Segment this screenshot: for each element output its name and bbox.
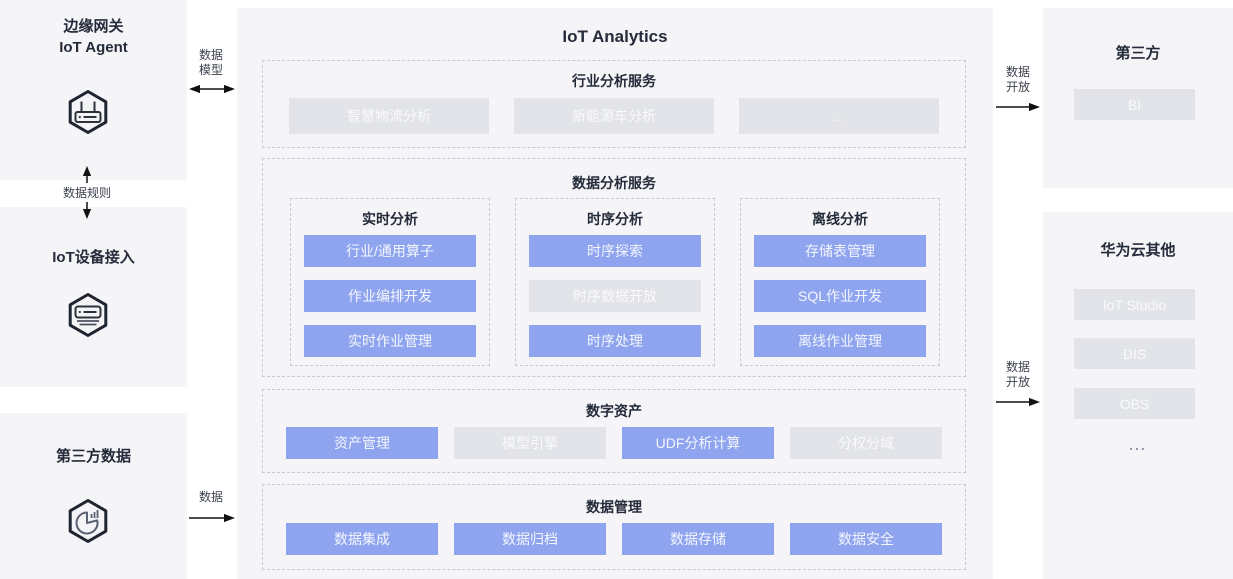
edge-gateway-title: 边缘网关 IoT Agent <box>0 16 187 58</box>
huawei-cloud-other-panel: 华为云其他 IoT Studio DIS OBS ... <box>1043 212 1233 579</box>
module-smart-logistics-analysis: 智慧物流分析 <box>289 98 489 134</box>
module-offline-job-management: 离线作业管理 <box>754 325 926 357</box>
gateway-hexagon-icon <box>64 88 112 136</box>
realtime-analysis-group: 实时分析 行业/通用算子 作业编排开发 实时作业管理 <box>290 198 490 366</box>
data-open-bottom-arrow <box>996 396 1040 408</box>
module-data-storage: 数据存储 <box>622 523 774 555</box>
edge-gateway-panel: 边缘网关 IoT Agent <box>0 0 187 180</box>
data-model-arrow <box>189 83 235 95</box>
offline-analysis-title: 离线分析 <box>812 211 868 227</box>
offline-analysis-group: 离线分析 存储表管理 SQL作业开发 离线作业管理 <box>740 198 940 366</box>
module-timeseries-exploration: 时序探索 <box>529 235 701 267</box>
analysis-services-title: 数据分析服务 <box>572 175 656 191</box>
data-model-label-line1: 数据 <box>198 48 223 62</box>
data-open-bottom-line2: 开放 <box>1005 375 1030 389</box>
module-industry-common-operators: 行业/通用算子 <box>304 235 476 267</box>
edge-gateway-title-line2: IoT Agent <box>59 39 128 56</box>
data-model-label-line2: 模型 <box>198 63 223 77</box>
timeseries-analysis-title: 时序分析 <box>587 211 643 227</box>
data-open-bottom-label: 数据 开放 <box>995 360 1041 390</box>
industry-services-section: 行业分析服务 智慧物流分析 新能源车分析 ... <box>262 60 966 148</box>
module-data-archiving: 数据归档 <box>454 523 606 555</box>
iot-analytics-title: IoT Analytics <box>562 27 668 46</box>
module-timeseries-processing: 时序处理 <box>529 325 701 357</box>
data-model-label: 数据 模型 <box>188 48 234 78</box>
module-timeseries-data-openness: 时序数据开放 <box>529 280 701 312</box>
third-party-panel: 第三方 BI <box>1043 8 1233 188</box>
module-sql-job-dev: SQL作业开发 <box>754 280 926 312</box>
timeseries-analysis-group: 时序分析 时序探索 时序数据开放 时序处理 <box>515 198 715 366</box>
module-udf-analysis-computing: UDF分析计算 <box>622 427 774 459</box>
data-in-arrow <box>189 512 235 524</box>
data-management-section: 数据管理 数据集成 数据归档 数据存储 数据安全 <box>262 484 966 570</box>
module-industry-more: ... <box>739 98 939 134</box>
data-rule-up-arrow <box>81 166 93 183</box>
module-data-security: 数据安全 <box>790 523 942 555</box>
industry-services-title: 行业分析服务 <box>572 73 656 89</box>
data-open-top-label: 数据 开放 <box>995 65 1041 95</box>
analysis-services-section: 数据分析服务 实时分析 行业/通用算子 作业编排开发 实时作业管理 时序分析 时… <box>262 158 966 377</box>
huawei-cloud-other-title: 华为云其他 <box>1100 242 1176 259</box>
iot-analytics-panel: IoT Analytics 行业分析服务 智慧物流分析 新能源车分析 ... 数… <box>237 8 993 579</box>
module-job-orchestration-dev: 作业编排开发 <box>304 280 476 312</box>
module-bi: BI <box>1074 89 1195 120</box>
edge-gateway-title-line1: 边缘网关 <box>63 18 124 35</box>
data-in-label: 数据 <box>198 490 223 504</box>
digital-assets-section: 数字资产 资产管理 模型引擎 UDF分析计算 分权分域 <box>262 389 966 473</box>
data-open-top-arrow <box>996 101 1040 113</box>
module-permission-domain: 分权分域 <box>790 427 942 459</box>
pie-chart-hexagon-icon <box>64 497 112 545</box>
module-obs: OBS <box>1074 388 1195 419</box>
module-realtime-job-management: 实时作业管理 <box>304 325 476 357</box>
device-access-title: IoT设备接入 <box>52 249 135 266</box>
third-party-data-title: 第三方数据 <box>55 448 131 465</box>
module-dis: DIS <box>1074 338 1195 369</box>
data-rule-label: 数据规则 <box>62 186 111 200</box>
third-party-data-panel: 第三方数据 <box>0 413 187 579</box>
data-open-top-line1: 数据 <box>1005 65 1030 79</box>
data-open-top-line2: 开放 <box>1005 80 1030 94</box>
device-hexagon-icon <box>64 291 112 339</box>
digital-assets-title: 数字资产 <box>586 403 642 419</box>
third-party-title: 第三方 <box>1115 45 1161 62</box>
data-open-bottom-line1: 数据 <box>1005 360 1030 374</box>
module-asset-management: 资产管理 <box>286 427 438 459</box>
data-management-title: 数据管理 <box>586 499 642 515</box>
realtime-analysis-title: 实时分析 <box>362 211 418 227</box>
module-data-integration: 数据集成 <box>286 523 438 555</box>
device-access-panel: IoT设备接入 <box>0 207 187 387</box>
more-services-ellipsis: ... <box>1129 437 1147 453</box>
module-model-engine: 模型引擎 <box>454 427 606 459</box>
data-rule-down-arrow <box>81 202 93 219</box>
module-new-energy-vehicle-analysis: 新能源车分析 <box>514 98 714 134</box>
module-storage-table-management: 存储表管理 <box>754 235 926 267</box>
module-iot-studio: IoT Studio <box>1074 289 1195 320</box>
